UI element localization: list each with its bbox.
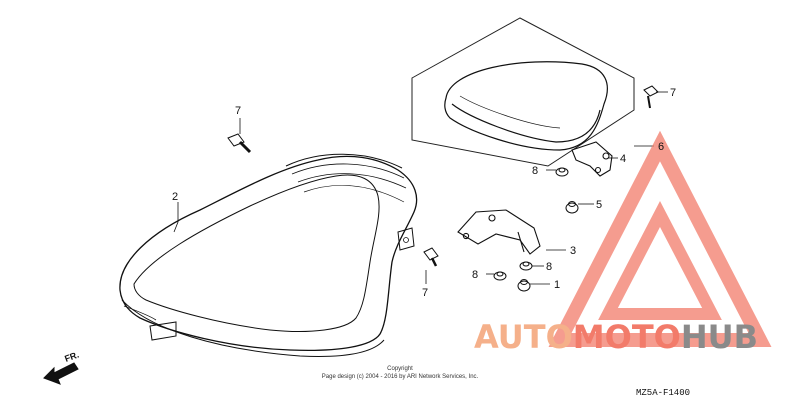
main-seat[interactable] [119,153,418,357]
watermark-logo [548,130,772,347]
watermark-hub: HUB [681,318,758,356]
front-direction-label: FR. [63,350,80,364]
callout-8-lower-left: 8 [472,269,478,281]
bolt-7-lower[interactable] [423,247,439,267]
bolt-7-upper-right[interactable] [643,85,659,109]
passenger-seat-bracket[interactable] [571,141,613,177]
leader-lines [173,91,668,285]
collar-5[interactable] [565,201,579,214]
callout-8-lower-right: 8 [546,261,552,273]
callout-5: 5 [596,199,602,211]
copyright-notice: Page design (c) 2004 - 2016 by ARI Netwo… [321,374,479,380]
callout-2: 2 [172,191,178,203]
bolt-7-left[interactable] [227,133,252,154]
seat-bracket[interactable] [457,209,541,255]
nut-8-lower-right[interactable] [519,261,533,271]
diagram-code: MZ5A-F1400 [636,388,691,398]
passenger-seat-group-outline [411,17,635,167]
callout-7-lower: 7 [422,287,428,299]
callout-6: 6 [658,141,664,153]
callout-7-left: 7 [235,105,241,117]
nut-8-upper[interactable] [555,167,569,177]
callout-8-upper: 8 [532,165,538,177]
callout-1: 1 [554,279,560,291]
callout-4: 4 [620,153,626,165]
watermark-text: AUTOMOTOHUB [474,318,758,356]
callout-3: 3 [570,245,576,257]
passenger-seat[interactable] [444,61,608,151]
watermark-moto: MOTO [573,318,681,356]
callout-7-upper-right: 7 [670,87,676,99]
front-direction-arrow: FR. [43,350,80,385]
collar-1[interactable] [517,279,531,292]
copyright-title: Copyright [387,366,413,372]
nut-8-lower-left[interactable] [493,271,507,281]
watermark-auto: AUTO [474,318,573,356]
